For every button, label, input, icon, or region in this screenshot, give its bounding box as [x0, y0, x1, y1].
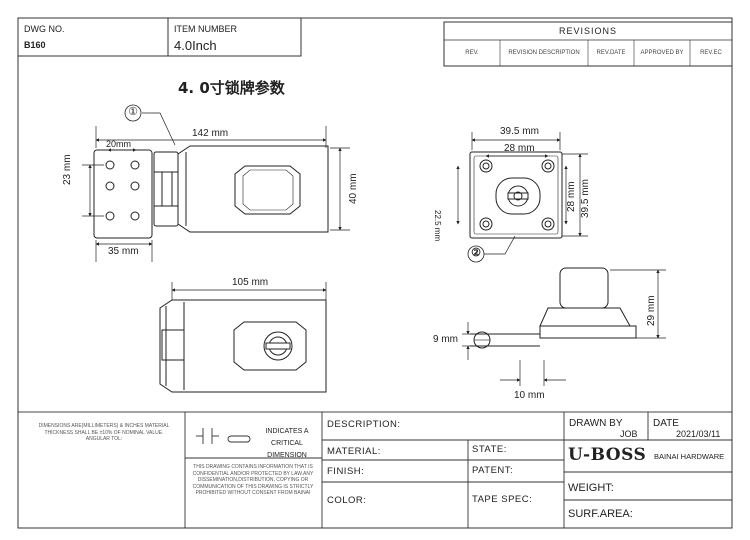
dim-side-pin: 9 mm: [433, 334, 458, 345]
dwg-no-value: B160: [24, 40, 46, 50]
dim-plate-height: 39.5 mm: [580, 179, 591, 218]
patent-label: PATENT:: [472, 465, 514, 476]
drawing-title: 4. 0寸锁牌参数: [178, 79, 285, 97]
item-number-value: 4.0Inch: [174, 38, 217, 53]
confidential-text: THIS DRAWING CONTAINS INFORMATION THAT I…: [192, 464, 314, 496]
dim-side-height: 29 mm: [646, 295, 657, 326]
callout-2: ②: [471, 247, 481, 259]
revisions-label: REVISIONS: [558, 26, 617, 36]
rev-col-date: REV.DATE: [596, 50, 626, 56]
dim-plate-hole-spacing-v: 28 mm: [566, 181, 577, 212]
back-dimensions: [171, 282, 327, 300]
dim-hinge-hole-vertical: 23 mm: [62, 154, 73, 185]
callout-2-circle: [467, 245, 485, 263]
side-view: [470, 267, 637, 349]
critical-dimension-label: INDICATES A CRITICAL DIMENSION: [265, 428, 309, 459]
rev-col-rev: REV.: [465, 50, 479, 56]
drawn-by-label: DRAWN BY: [569, 418, 623, 429]
tape-spec-label: TAPE SPEC:: [472, 494, 533, 505]
rev-col-description: REVISION DESCRIPTION: [508, 50, 580, 56]
weight-label: WEIGHT:: [568, 482, 614, 494]
surf-area-label: SURF.AREA:: [568, 508, 633, 520]
material-label: MATERIAL:: [327, 446, 381, 457]
company-name: BAINAI HARDWARE: [654, 452, 725, 461]
item-number-label: ITEM NUMBER: [174, 24, 237, 34]
description-label: DESCRIPTION:: [327, 419, 401, 430]
dim-front-height: 40 mm: [348, 173, 359, 204]
plate-dimensions: [456, 132, 588, 255]
dim-plate-width: 39.5 mm: [500, 126, 539, 137]
dim-back-width: 105 mm: [232, 277, 269, 288]
rev-col-approved: APPROVED BY: [640, 50, 684, 56]
brand-logo: U-BOSS: [568, 445, 647, 465]
notes-text: DIMENSIONS ARE(MILLIMETERS) & INCHES MAT…: [38, 423, 170, 442]
dim-front-overall-width: 142 mm: [192, 128, 229, 139]
finish-label: FINISH:: [327, 466, 365, 477]
rev-col-ec: REV.EC: [700, 50, 722, 56]
dim-hinge-hole-spacing: 20mm: [106, 139, 132, 149]
staple-plate-view: [469, 151, 563, 239]
revisions-table: [443, 21, 733, 67]
state-label: STATE:: [472, 444, 507, 455]
callout-1: ①: [128, 106, 138, 118]
job-label: JOB: [620, 429, 638, 439]
dim-plate-hole-spacing-h: 28 mm: [504, 143, 535, 154]
hasp-back-view: [159, 299, 327, 393]
dim-hinge-width: 35 mm: [108, 246, 139, 257]
item-number-box: [167, 17, 302, 57]
dim-side-base: 10 mm: [514, 390, 545, 401]
side-dimensions: [462, 269, 666, 386]
dim-plate-lock-offset: 22.5 mm: [433, 210, 442, 242]
front-dimensions: [82, 112, 350, 262]
date-value: 2021/03/11: [676, 429, 721, 439]
color-label: COLOR:: [327, 495, 367, 506]
hasp-front-view: [93, 145, 329, 239]
date-label: DATE: [653, 418, 679, 429]
bottom-title-block: [17, 411, 733, 529]
dwg-no-label: DWG NO.: [24, 24, 65, 34]
callout-1-circle: [124, 104, 142, 122]
